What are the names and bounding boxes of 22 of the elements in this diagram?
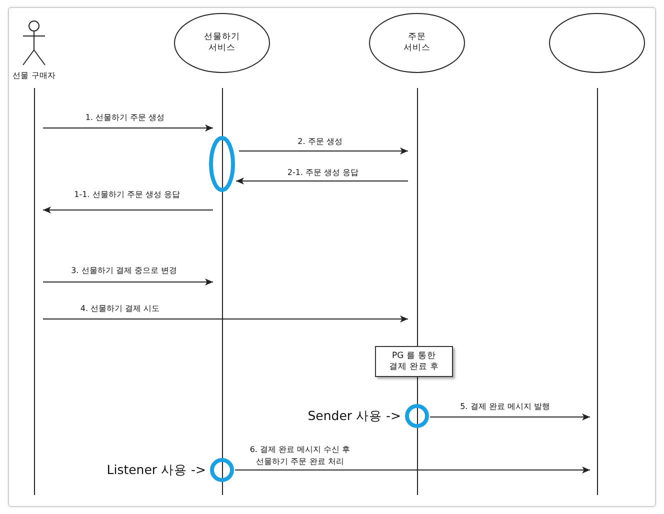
note-box: PG 를 통한 결제 완료 후 — [375, 346, 453, 377]
annotation: Listener 사용 -> — [106, 462, 206, 478]
arrow — [234, 466, 590, 474]
arrow — [42, 278, 214, 286]
edge-label: 1. 선물하기 주문 생성 — [85, 112, 165, 124]
arrow — [430, 414, 590, 420]
edge-label: 2. 주문 생성 — [298, 136, 342, 148]
edge-label: 6. 결제 완료 메시지 수신 후 선물하기 주문 완료 처리 — [248, 444, 352, 468]
actor-label: 선물 구매자 — [12, 70, 56, 81]
annotation: Sender 사용 -> — [308, 408, 401, 424]
edge-label: 3. 선물하기 결제 중으로 변경 — [71, 265, 177, 277]
arrow — [42, 316, 408, 322]
arrow — [42, 206, 214, 214]
arrow — [42, 124, 214, 132]
edge-label: 4. 선물하기 결제 시도 — [80, 303, 160, 315]
participant-label: 주문 서비스 — [404, 32, 430, 54]
edge-label: 1-1. 선물하기 주문 생성 응답 — [74, 189, 180, 201]
arrow — [238, 148, 408, 154]
arrow — [236, 178, 408, 184]
edge-label: 5. 결제 완료 메시지 발행 — [460, 401, 550, 413]
participant-label: 선물하기 서비스 — [204, 32, 240, 54]
edge-label: 2-1. 주문 생성 응답 — [287, 167, 359, 179]
